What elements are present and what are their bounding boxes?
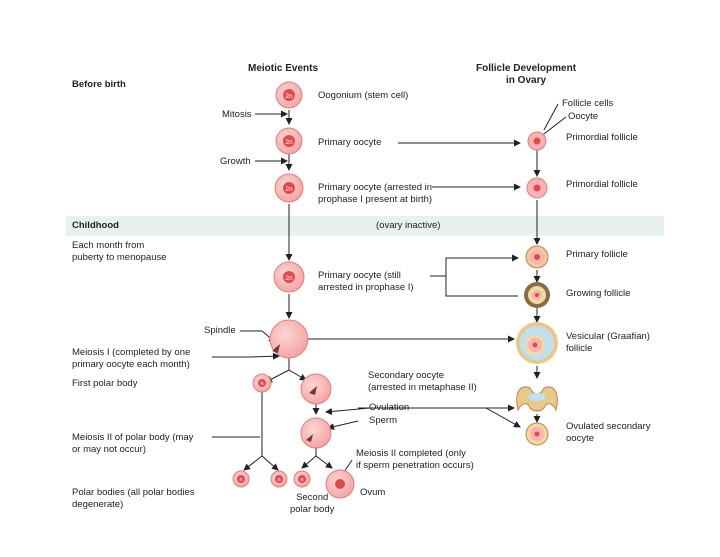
svg-text:2n: 2n — [285, 186, 293, 193]
primordial-follicle-2 — [526, 177, 548, 199]
growing-follicle — [524, 282, 550, 308]
oogonium-cell: 2n — [275, 81, 303, 109]
secondary-oocyte-label: Secondary oocyte (arrested in metaphase … — [368, 370, 477, 393]
primary-oocyte-cell: 2n — [275, 127, 303, 155]
vesicular-follicle-label: Vesicular (Graafian) follicle — [566, 331, 650, 354]
svg-text:n: n — [239, 477, 242, 483]
sperm-label: Sperm — [369, 415, 397, 426]
meiosis-two-completed-label: Meiosis II completed (only if sperm pene… — [356, 448, 474, 471]
first-polar-body-cell: n — [252, 373, 272, 393]
svg-text:n: n — [277, 477, 280, 483]
before-birth-label: Before birth — [72, 79, 126, 90]
polar-body-2-cell: n — [270, 470, 288, 488]
primordial-follicle-label-1: Primordial follicle — [566, 132, 638, 143]
each-month-label: Each month from puberty to menopause — [72, 240, 167, 263]
oogonium-label: Oogonium (stem cell) — [318, 90, 409, 101]
first-polar-body-label: First polar body — [72, 378, 138, 389]
polar-bodies-label: Polar bodies (all polar bodies degenerat… — [72, 487, 195, 510]
svg-text:2n: 2n — [285, 275, 293, 282]
childhood-label: Childhood — [72, 220, 119, 231]
primary-follicle-label: Primary follicle — [566, 249, 628, 260]
primary-follicle — [525, 245, 549, 269]
growing-follicle-label: Growing follicle — [566, 288, 631, 299]
fertilized-oocyte-cell — [300, 417, 332, 449]
follicle-development-header: Follicle Development in Ovary — [476, 63, 577, 86]
meiosis-one-label: Meiosis I (completed by one primary oocy… — [72, 347, 191, 370]
secondary-oocyte-cell — [300, 373, 332, 405]
ovulated-oocyte — [525, 422, 549, 446]
right-connectors — [304, 103, 567, 479]
primary-oocyte-still-label: Primary oocyte (still arrested in propha… — [318, 270, 414, 293]
svg-text:2n: 2n — [285, 139, 293, 146]
primary-oocyte-still-cell: 2n — [273, 261, 305, 293]
spindle-cell — [269, 319, 309, 359]
primordial-follicle-label-2: Primordial follicle — [566, 179, 638, 190]
meiotic-events-header: Meiotic Events — [248, 63, 319, 74]
growth-label: Growth — [220, 156, 251, 167]
spindle-label: Spindle — [204, 325, 236, 336]
ovum-label: Ovum — [360, 487, 386, 498]
ruptured-follicle — [516, 386, 558, 412]
ovulation-label: Ovulation — [369, 402, 410, 413]
svg-text:n: n — [260, 381, 263, 387]
left-pointers — [212, 110, 288, 438]
second-polar-body-label: Second polar body — [290, 492, 335, 515]
primordial-follicle-1 — [527, 131, 547, 151]
svg-text:n: n — [300, 477, 303, 483]
primary-oocyte-arrested-label: Primary oocyte (arrested in prophase I p… — [318, 182, 433, 205]
second-polar-body-cell: n — [293, 470, 311, 488]
mitosis-label: Mitosis — [222, 109, 252, 120]
polar-body-1-cell: n — [232, 470, 250, 488]
vesicular-follicle — [516, 322, 558, 364]
childhood-band — [66, 216, 664, 236]
primary-oocyte-arrested-cell: 2n — [274, 173, 304, 203]
follicle-cells-label: Follicle cells — [562, 98, 614, 109]
ovulated-oocyte-label: Ovulated secondary oocyte — [566, 421, 651, 444]
ovary-inactive-label: (ovary inactive) — [376, 220, 441, 231]
ovum-cell — [325, 469, 355, 499]
oocyte-label: Oocyte — [568, 111, 599, 122]
primary-oocyte-label: Primary oocyte — [318, 137, 382, 148]
main-line-arrows — [243, 110, 333, 471]
ploidy-text-2n: 2n — [285, 93, 293, 100]
meiosis-two-polar-label: Meiosis II of polar body (may or may not… — [72, 432, 194, 455]
